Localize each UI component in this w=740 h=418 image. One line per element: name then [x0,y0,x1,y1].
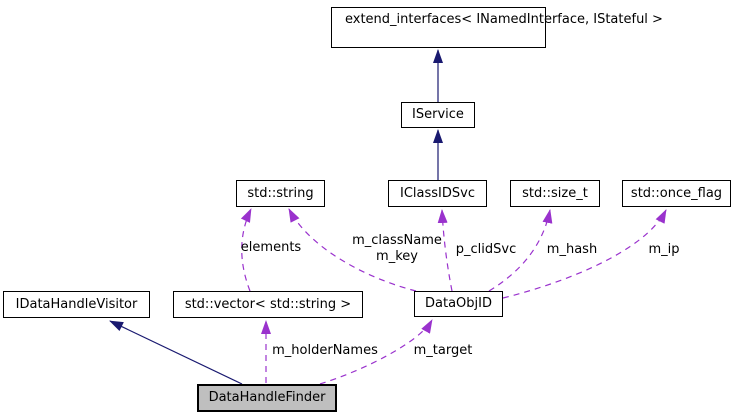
node-datahandlefinder-focus: DataHandleFinder [197,384,337,412]
edge-label-elements: elements [240,240,302,255]
node-std-vector-string[interactable]: std::vector< std::string > [173,291,363,318]
edge-label-m-key: m_key [376,249,418,264]
edge-usage-m-hash [488,209,553,292]
node-extend-interfaces-line1: extend_interfaces< [345,12,473,27]
node-iclassidsvc[interactable]: IClassIDSvc [388,180,487,207]
node-iservice[interactable]: IService [401,102,475,128]
edge-label-m-classname-m-key: m_className m_key [352,233,442,265]
edge-usage-p-clidsvc [437,209,453,292]
edge-label-m-hash: m_hash [546,242,598,257]
node-std-once-flag[interactable]: std::once_flag [622,180,731,207]
node-extend-interfaces[interactable]: extend_interfaces< INamedInterface, ISta… [331,7,663,48]
edge-label-m-classname: m_className [352,233,442,248]
edge-label-m-target: m_target [413,343,473,358]
edge-label-p-clidsvc: p_clidSvc [455,242,517,257]
node-dataobjid[interactable]: DataObjID [414,291,503,317]
edge-label-m-holdernames: m_holderNames [272,343,378,358]
edge-label-m-ip: m_ip [648,242,680,257]
edge-usage-m-target [319,319,433,385]
node-extend-interfaces-line2: INamedInterface, IStateful > [476,12,663,27]
node-std-string[interactable]: std::string [236,180,325,207]
edge-usage-m-ip [502,209,667,299]
edge-inheritance-datahandlefinder-idatahandlevisitor [109,320,243,385]
node-idatahandlevisitor[interactable]: IDataHandleVisitor [3,291,150,318]
edge-usage-m-classname-m-key [288,208,417,292]
node-std-size-t[interactable]: std::size_t [510,180,600,207]
